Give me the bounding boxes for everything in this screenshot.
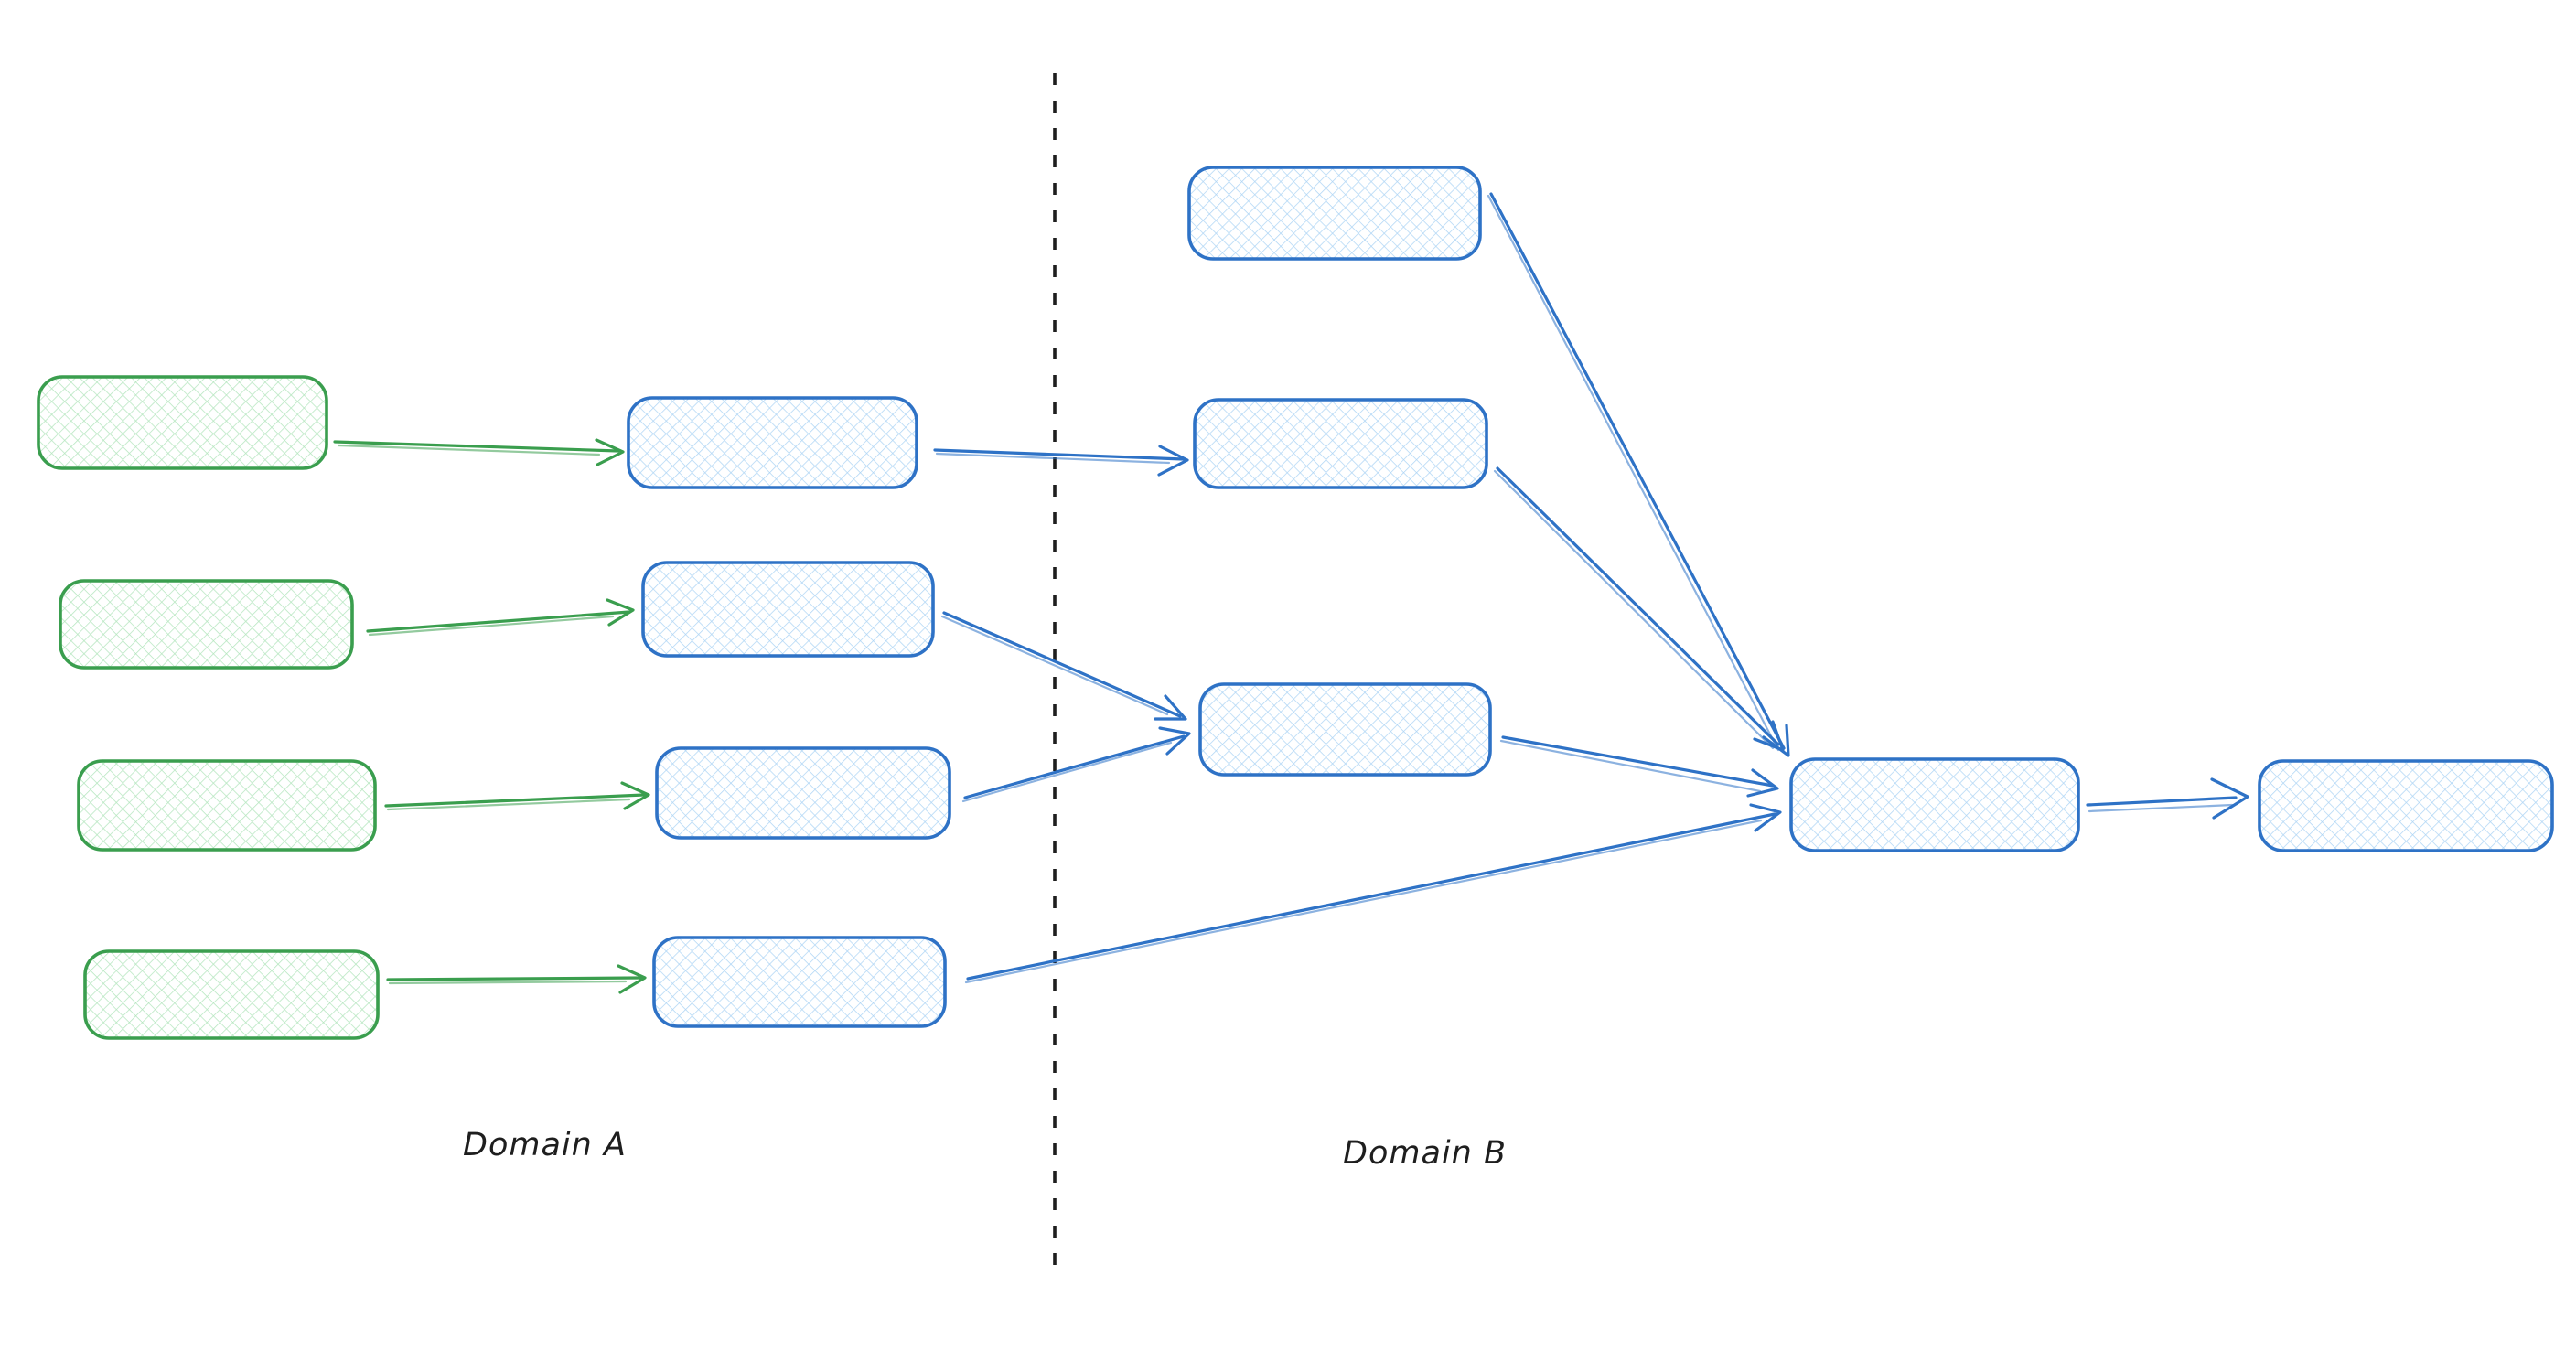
edge-shaft-echo <box>940 615 1169 716</box>
edge-merge-to-output <box>2086 777 2249 820</box>
node-a-source-4 <box>83 949 380 1040</box>
edge-shaft <box>2086 796 2238 807</box>
edge-shaft-echo <box>368 615 615 637</box>
edge-shaft <box>1501 735 1775 788</box>
edge-shaft-echo <box>386 798 631 811</box>
arrowhead <box>1154 694 1187 721</box>
edge-shaft-echo <box>1499 739 1762 793</box>
arrowhead <box>1746 768 1779 798</box>
edge-shaft <box>386 976 642 981</box>
node-b-1 <box>1187 166 1482 261</box>
edge-shaft <box>963 734 1186 799</box>
edge-shaft <box>384 793 646 808</box>
node-a-bridge-1 <box>627 396 918 489</box>
node-b-output <box>2258 759 2554 852</box>
edge-bridge1-to-b2 <box>933 445 1189 477</box>
edge-bridge4-to-merge <box>964 803 1782 984</box>
edge-shaft-echo <box>1487 194 1780 752</box>
edge-bridge2-to-b3 <box>940 611 1187 721</box>
edge-shaft <box>966 812 1776 981</box>
edge-bridge3-to-b3 <box>961 726 1191 803</box>
edge-shaft-echo <box>1493 469 1775 750</box>
edge-shaft-echo <box>2088 803 2234 813</box>
edge-shaft <box>366 610 631 633</box>
node-b-3 <box>1198 682 1492 777</box>
domain-a-label: Domain A <box>463 1127 627 1163</box>
domain-b-label: Domain B <box>1343 1135 1507 1172</box>
arrowhead <box>2210 777 2249 820</box>
edge-shaft <box>333 440 620 453</box>
node-a-bridge-3 <box>655 746 951 840</box>
edge-source2-to-bridge2 <box>366 598 635 637</box>
edge-shaft <box>1496 466 1780 746</box>
arrowhead <box>1753 720 1785 752</box>
edge-shaft-echo <box>961 741 1173 803</box>
arrowhead <box>1158 726 1191 756</box>
domain-b-nodes <box>1187 166 2554 852</box>
node-a-bridge-2 <box>641 561 935 658</box>
arrowhead <box>1762 724 1790 757</box>
edge-b3-to-merge <box>1499 735 1779 798</box>
edge-shaft <box>1489 192 1786 750</box>
arrowhead <box>617 964 647 994</box>
arrowhead <box>1749 803 1782 832</box>
domain-a-bridge-nodes <box>627 396 951 1028</box>
edge-source3-to-bridge3 <box>384 781 650 811</box>
node-a-source-3 <box>77 759 377 852</box>
edge-b1-to-merge <box>1487 192 1790 757</box>
node-b-2 <box>1193 398 1488 489</box>
edge-shaft <box>942 611 1182 718</box>
edge-shaft-echo <box>935 452 1171 465</box>
node-a-source-2 <box>59 579 354 670</box>
edge-shaft-echo <box>964 819 1763 984</box>
node-a-bridge-4 <box>652 936 947 1028</box>
arrowhead <box>620 781 650 810</box>
arrowhead <box>1157 445 1189 477</box>
edge-b2-to-merge <box>1493 466 1785 752</box>
arrowhead <box>595 438 625 466</box>
edge-source1-to-bridge1 <box>333 438 625 466</box>
node-a-source-1 <box>37 375 328 470</box>
edge-shaft-echo <box>337 444 601 456</box>
edge-shaft-echo <box>388 980 628 985</box>
node-b-merge <box>1789 757 2080 852</box>
edge-source4-to-bridge4 <box>386 964 647 994</box>
arrowhead <box>606 598 635 627</box>
edge-shaft <box>933 448 1186 461</box>
domain-a-source-nodes <box>37 375 380 1040</box>
